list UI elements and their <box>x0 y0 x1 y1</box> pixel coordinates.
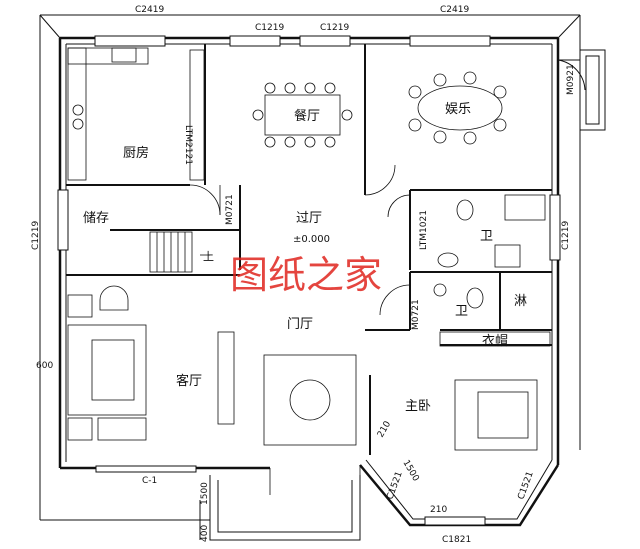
room-label-master-bedroom: 主卧 <box>405 399 431 414</box>
master-bed <box>439 331 551 451</box>
stair-label: 上 <box>203 250 214 263</box>
room-label-living: 客厅 <box>176 373 202 389</box>
dim-bottom-bay: C1821 <box>442 535 471 545</box>
dim-bay-1500: 1500 <box>400 459 420 484</box>
dim-door-m0721-a: M0721 <box>225 194 235 225</box>
dim-left-side: C1219 <box>31 221 41 250</box>
dim-top-mid-1: C1219 <box>255 23 284 33</box>
entrance-porch <box>199 475 361 541</box>
bathroom-fixtures <box>433 194 546 309</box>
entertainment-table <box>408 71 507 145</box>
room-label-corridor: 过厅 <box>296 211 322 226</box>
dim-bay-210-b: 210 <box>430 505 447 515</box>
top-windows <box>57 35 561 526</box>
dim-ltm-2121: LTM2121 <box>183 125 193 165</box>
living-furniture <box>67 285 357 446</box>
room-label-kitchen: 厨房 <box>123 145 149 161</box>
dim-bottom-c1: C-1 <box>142 476 157 486</box>
dim-bay-210-a: 210 <box>376 419 393 439</box>
dim-door-m0921: M0921 <box>566 64 576 95</box>
room-label-dining: 餐厅 <box>294 108 320 124</box>
dim-left-600: 600 <box>36 361 53 371</box>
floor-level: ±0.000 <box>293 234 330 245</box>
room-label-shower: 淋 <box>514 294 527 309</box>
dim-bay-left: C1521 <box>385 470 404 501</box>
side-porch <box>557 49 606 131</box>
kitchen-fixtures <box>67 47 205 181</box>
room-label-bath-lower: 卫 <box>455 304 468 319</box>
interior-walls <box>66 44 552 455</box>
dim-ltm-1021: LTM1021 <box>419 210 429 250</box>
watermark: 图纸之家 <box>230 253 382 297</box>
room-label-storage: 储存 <box>83 211 109 226</box>
dim-right-side: C1219 <box>561 221 571 250</box>
dim-door-m0721-b: M0721 <box>411 299 421 330</box>
stairs <box>149 231 210 273</box>
room-label-bath-upper: 卫 <box>480 229 493 244</box>
dining-table <box>252 82 353 148</box>
dim-bottom-400: 400 <box>200 525 210 542</box>
room-label-entertainment: 娱乐 <box>445 102 471 117</box>
dim-top-right: C2419 <box>440 5 469 15</box>
dim-bay-right: C1521 <box>516 470 535 501</box>
room-label-foyer: 门厅 <box>287 317 313 332</box>
dim-top-left: C2419 <box>135 5 164 15</box>
outer-frame <box>39 14 581 521</box>
dim-bottom-1500: 1500 <box>200 482 210 505</box>
dim-top-mid-2: C1219 <box>320 23 349 33</box>
room-label-wardrobe: 衣帽 <box>482 333 508 349</box>
